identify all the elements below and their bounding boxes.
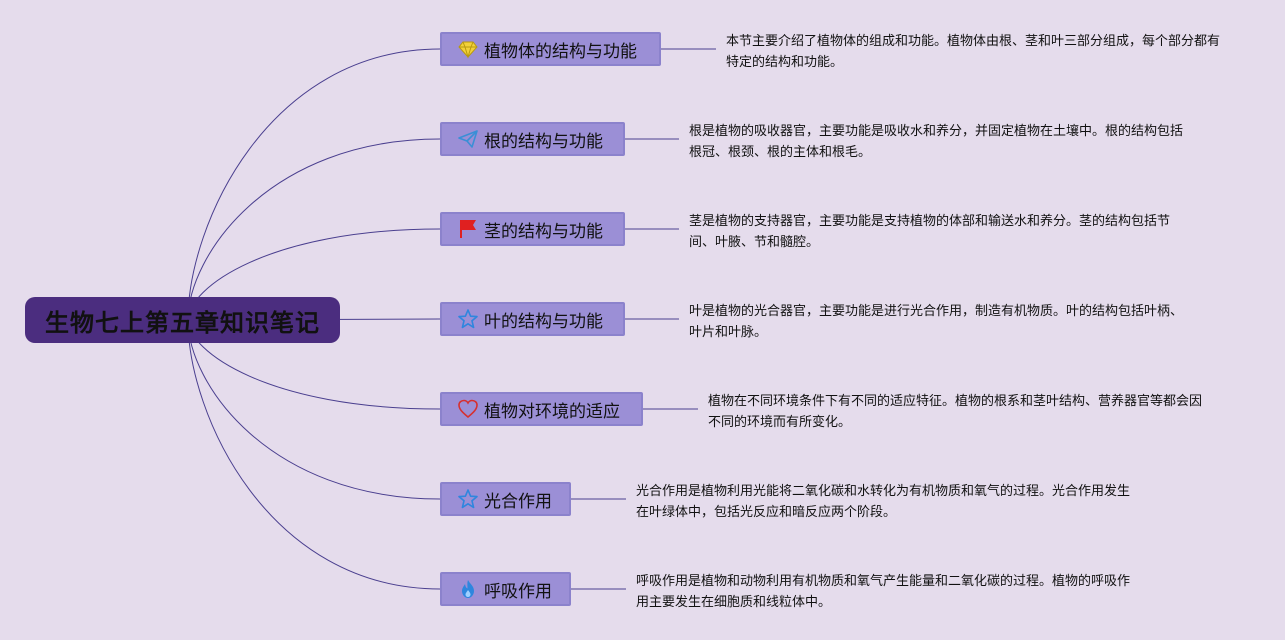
branch-line <box>187 319 441 590</box>
topic-description: 光合作用是植物利用光能将二氧化碳和水转化为有机物质和氧气的过程。光合作用发生在叶… <box>636 484 1131 520</box>
topic-description: 本节主要介绍了植物体的组成和功能。植物体由根、茎和叶三部分组成，每个部分都有特定… <box>726 34 1221 70</box>
topic-label: 植物体的结构与功能 <box>484 41 637 62</box>
flag-icon <box>458 219 478 239</box>
topic-node-respiration[interactable]: 呼吸作用 <box>440 572 571 606</box>
topic-label: 叶的结构与功能 <box>484 311 603 332</box>
topic-description: 根是植物的吸收器官，主要功能是吸收水和养分，并固定植物在土壤中。根的结构包括根冠… <box>689 124 1184 160</box>
branch-line <box>187 138 441 321</box>
topic-label: 根的结构与功能 <box>484 131 603 152</box>
root-title: 生物七上第五章知识笔记 <box>45 308 320 337</box>
topic-label: 茎的结构与功能 <box>484 221 603 242</box>
topic-label: 光合作用 <box>484 491 552 512</box>
topic-label: 呼吸作用 <box>484 581 552 602</box>
topic-node-leaf[interactable]: 叶的结构与功能 <box>440 302 625 336</box>
paper-plane-icon <box>458 129 478 149</box>
topic-description: 叶是植物的光合器官，主要功能是进行光合作用，制造有机物质。叶的结构包括叶柄、叶片… <box>689 304 1184 340</box>
branch-line <box>187 319 441 500</box>
topic-description: 呼吸作用是植物和动物利用有机物质和氧气产生能量和二氧化碳的过程。植物的呼吸作用主… <box>636 574 1131 610</box>
topic-description: 茎是植物的支持器官，主要功能是支持植物的体部和输送水和养分。茎的结构包括节间、叶… <box>689 214 1171 250</box>
topic-description: 植物在不同环境条件下有不同的适应特征。植物的根系和茎叶结构、营养器官等都会因不同… <box>708 394 1203 430</box>
topic-node-stem[interactable]: 茎的结构与功能 <box>440 212 625 246</box>
star-icon <box>458 489 478 509</box>
topic-node-photosynthesis[interactable]: 光合作用 <box>440 482 571 516</box>
flame-icon <box>458 579 478 599</box>
topic-node-root[interactable]: 根的结构与功能 <box>440 122 625 156</box>
heart-icon <box>458 399 478 419</box>
topic-label: 植物对环境的适应 <box>484 401 620 422</box>
topic-node-structure-function[interactable]: 植物体的结构与功能 <box>440 32 661 66</box>
diamond-icon <box>458 39 478 59</box>
branch-line <box>187 48 441 321</box>
topic-node-adaptation[interactable]: 植物对环境的适应 <box>440 392 643 426</box>
star-icon <box>458 309 478 329</box>
root-node[interactable]: 生物七上第五章知识笔记 <box>25 297 340 343</box>
